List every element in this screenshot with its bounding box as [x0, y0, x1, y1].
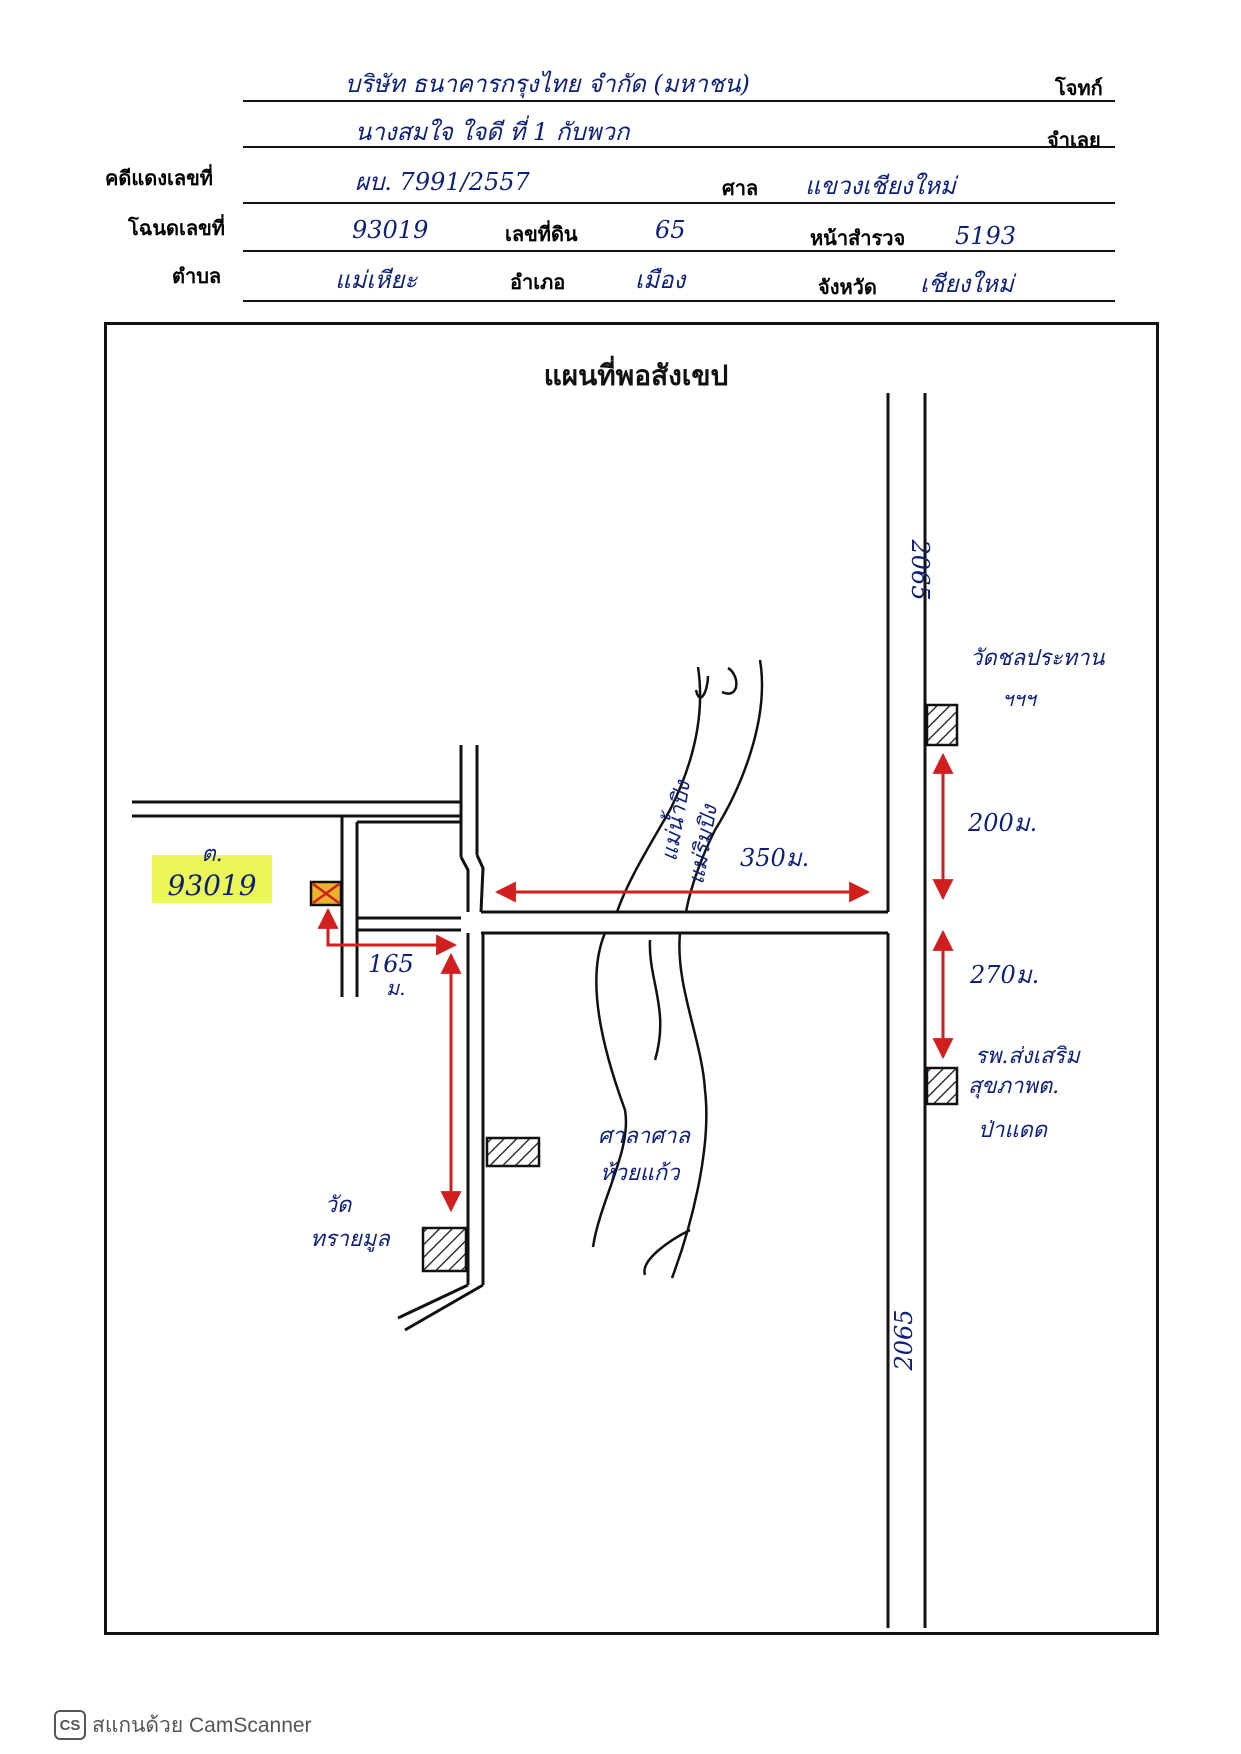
court-value: แขวงเชียงใหม่ [805, 172, 956, 200]
distance-350-label: 350ม. [740, 844, 809, 872]
map-frame [104, 322, 1159, 1635]
deed-line [243, 250, 1115, 252]
school-landmark [485, 1136, 541, 1168]
temple-top-landmark [925, 703, 959, 747]
temple-top-subname: ฯฯฯ [1002, 687, 1037, 711]
parcel-label-number: 93019 [167, 869, 256, 902]
deed-label: โฉนดเลขที่ [128, 216, 225, 240]
district-label: อำเภอ [510, 270, 566, 294]
road-label-bottom: 2065 [890, 1309, 918, 1371]
school-name-1: ศาลาศาล [598, 1124, 691, 1149]
district-value: เมือง [635, 266, 686, 294]
plaintiff-label: โจทก์ [1055, 76, 1103, 100]
subdistrict-label: ตำบล [172, 264, 222, 288]
defendant-label: จำเลย [1047, 128, 1101, 152]
parcel-label-prefix: ต. [201, 842, 222, 867]
plaintiff-value: บริษัท ธนาคารกรุงไทย จำกัด (มหาชน) [345, 70, 750, 98]
school-name-2: ห้วยแก้ว [600, 1161, 681, 1186]
distance-165-unit: ม. [386, 976, 406, 1000]
parcel-label: ต. 93019 [152, 842, 272, 903]
survey-value: 5193 [955, 222, 1017, 250]
defendant-line [243, 146, 1115, 148]
red-case-line [243, 202, 1115, 204]
camscanner-logo-icon: CS [54, 1710, 86, 1740]
distance-200-label: 200ม. [967, 809, 1037, 837]
red-case-value: ผบ. 7991/2557 [355, 168, 530, 196]
red-case-label: คดีแดงเลขที่ [105, 166, 213, 190]
map-title: แผนที่พอสังเขป [544, 355, 729, 392]
parcel-marker [309, 880, 343, 907]
road-label-top: 2065 [906, 538, 934, 600]
scanner-footer: CS สแกนด้วย CamScanner [54, 1710, 312, 1740]
province-label: จังหวัด [818, 275, 877, 299]
deed-value: 93019 [352, 216, 429, 244]
land-no-label: เลขที่ดิน [505, 222, 578, 246]
arrow-165m [317, 907, 458, 956]
road-2065 [886, 393, 927, 1628]
hospital-name-3: ป่าแดด [978, 1118, 1049, 1143]
survey-label: หน้าสำรวจ [810, 226, 906, 250]
court-label: ศาล [722, 176, 759, 200]
distance-270-label: 270ม. [969, 961, 1039, 989]
temple-top-name: วัดชลประทาน [970, 646, 1106, 671]
defendant-value: นางสมใจ ใจดี ที่ 1 กับพวก [355, 118, 630, 146]
subdistrict-value: แม่เหียะ [335, 266, 418, 294]
temple-bottom-name-1: วัด [325, 1193, 353, 1218]
side-road [397, 745, 485, 1332]
subdistrict-line [243, 300, 1115, 302]
distance-arrows [317, 752, 954, 1213]
scanner-text: สแกนด้วย CamScanner [92, 1713, 312, 1737]
temple-bottom-name-2: ทรายมูล [310, 1227, 391, 1252]
temple-bottom-landmark [421, 1226, 468, 1273]
soi-road [481, 910, 888, 935]
hospital-name-1: รพ.ส่งเสริม [975, 1044, 1081, 1069]
distance-165-label: 165 [368, 950, 414, 978]
land-no-value: 65 [655, 216, 686, 244]
province-value: เชียงใหม่ [920, 270, 1014, 298]
hospital-name-2: สุขภาพต. [968, 1074, 1059, 1099]
hospital-landmark [925, 1066, 959, 1106]
plaintiff-line [243, 100, 1115, 102]
parcel-label-highlight [152, 855, 272, 903]
